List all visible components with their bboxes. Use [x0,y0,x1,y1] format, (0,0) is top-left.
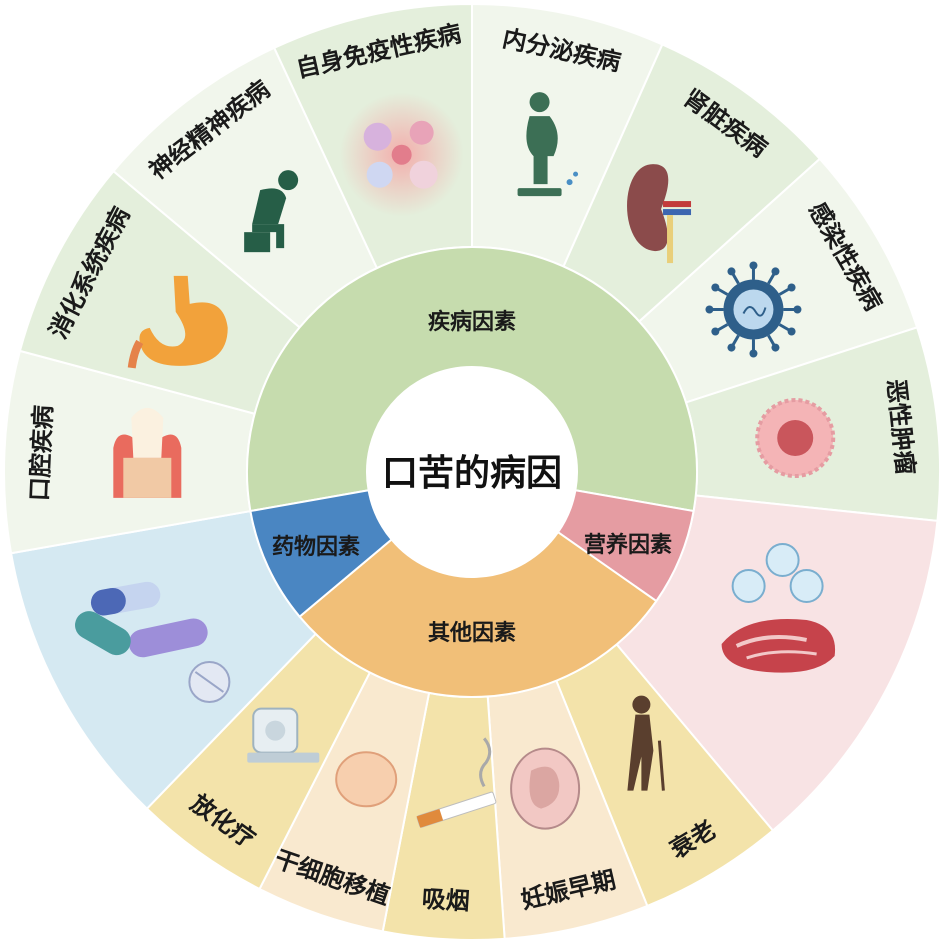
scale-person-icon [517,92,579,197]
segment-icons [75,92,836,830]
elderly-person-icon [627,695,665,791]
stem-cell-icon [335,751,398,808]
pills-icon [75,581,231,703]
radiotherapy-machine-icon [247,707,320,763]
tumor-cell-icon [755,398,836,479]
kidney-icon [627,164,692,264]
category-label-drug: 药物因素 [272,534,360,560]
depressed-person-icon [244,170,299,253]
segment-label: 口腔疾病 [25,405,57,502]
center-hub: 口苦的病因 [367,367,577,577]
center-title: 口苦的病因 [382,453,562,494]
inner-ring [246,246,698,698]
fetus-icon [510,747,581,830]
meat-vitamin-icon [721,542,836,673]
stomach-icon [127,275,228,369]
segment-label: 吸烟 [421,885,471,916]
virus-icon [705,261,802,358]
immune-cells-icon [339,92,464,217]
category-label-other: 其他因素 [428,620,516,646]
cigarette-icon [416,737,497,828]
tooth-icon [113,407,182,498]
category-label-disease: 疾病因素 [428,309,516,335]
category-label-nutrition: 营养因素 [584,532,672,558]
